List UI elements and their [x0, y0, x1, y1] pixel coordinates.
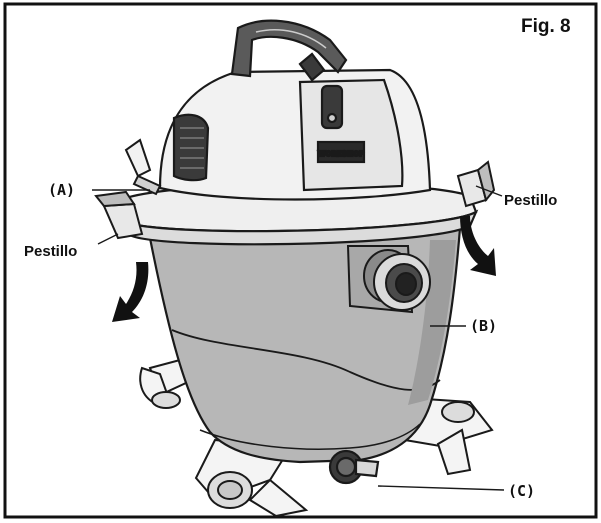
brand-badge: [316, 140, 366, 164]
arrow-down-left-icon: [112, 262, 149, 322]
brand-badge-text: WORKSHOP: [318, 150, 364, 158]
carry-handle: [230, 19, 348, 82]
hose-inlet: [346, 245, 431, 314]
callout-c: (C): [508, 482, 535, 500]
arrow-down-right-icon: [460, 216, 496, 276]
motor-head: WORKSHOP: [158, 68, 432, 201]
latch-raised: [124, 138, 162, 196]
latch-right: [456, 160, 496, 208]
callout-b: (B): [470, 317, 497, 335]
callout-a: (A): [48, 181, 75, 199]
vent-grille: [172, 113, 210, 182]
leader-lines: [92, 185, 505, 491]
label-latch-left: Pestillo: [24, 243, 77, 260]
figure-title: Fig. 8: [521, 16, 571, 37]
latch-left: [94, 190, 144, 240]
label-latch-right: Pestillo: [504, 192, 557, 209]
